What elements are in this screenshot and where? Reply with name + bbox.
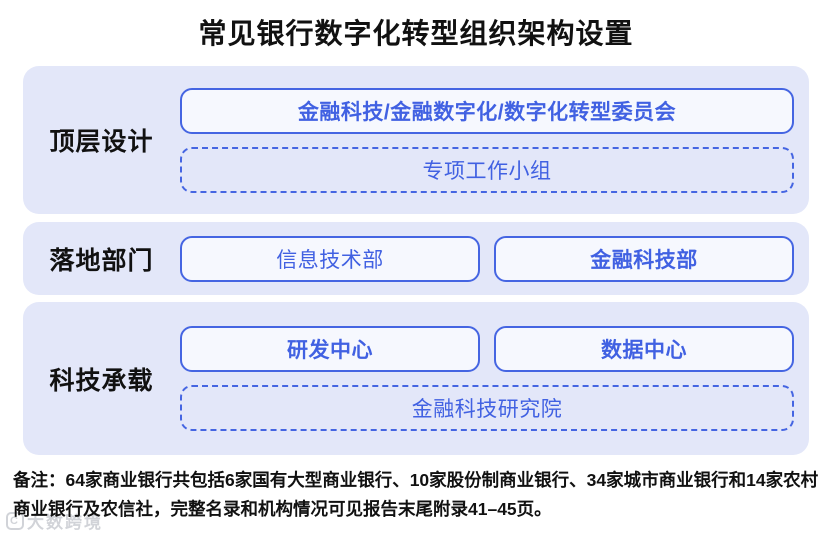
section-content: 研发中心 数据中心 金融科技研究院 [180,326,794,431]
org-box-special-work-group: 专项工作小组 [180,146,794,193]
section-implementation-departments: 落地部门 信息技术部 金融科技部 [23,222,809,295]
section-technology-carriers: 科技承载 研发中心 数据中心 金融科技研究院 [23,302,809,455]
org-box-fintech-dept: 金融科技部 [494,235,794,282]
section-top-level-design: 顶层设计 金融科技/金融数字化/数字化转型委员会 专项工作小组 [23,66,809,214]
box-row: 信息技术部 金融科技部 [180,235,794,282]
org-box-fintech-research-institute: 金融科技研究院 [180,385,794,431]
org-box-data-center: 数据中心 [494,326,794,372]
org-box-committee: 金融科技/金融数字化/数字化转型委员会 [180,87,794,134]
section-content: 金融科技/金融数字化/数字化转型委员会 专项工作小组 [180,87,794,193]
section-label: 科技承载 [49,366,154,395]
section-label: 顶层设计 [49,128,154,156]
footnote: 备注：64家商业银行共包括6家国有大型商业银行、10家股份制商业银行、34家城市… [13,470,819,519]
watermark-text: 大数跨境 [27,513,103,532]
box-row: 专项工作小组 [180,146,794,193]
box-row: 金融科技研究院 [180,385,794,431]
org-box-information-technology-dept: 信息技术部 [180,235,480,282]
section-content: 信息技术部 金融科技部 [180,235,794,282]
box-row: 研发中心 数据中心 [180,326,794,372]
section-label: 落地部门 [49,246,154,275]
page-title: 常见银行数字化转型组织架构设置 [198,18,634,49]
watermark-logo-icon: C [6,511,24,530]
watermark: C 大数跨境 [6,508,103,533]
box-row: 金融科技/金融数字化/数字化转型委员会 [180,87,794,134]
org-box-rd-center: 研发中心 [180,326,480,372]
